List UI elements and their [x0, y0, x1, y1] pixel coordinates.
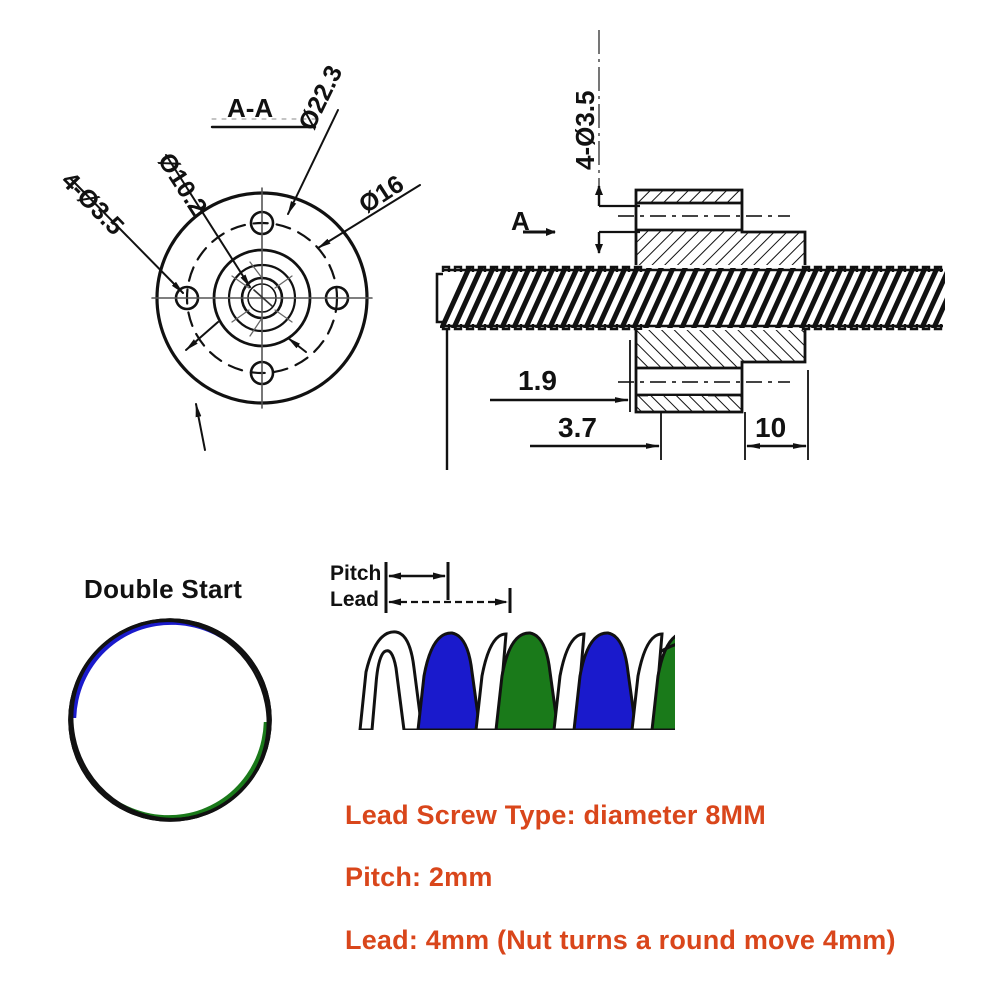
rod-left-end — [435, 272, 443, 324]
double-start-green-lune — [70, 722, 270, 820]
thread-ridges — [358, 630, 738, 730]
double-start-outer-circle-stroke — [68, 618, 272, 822]
spec-pitch: Pitch: 2mm — [345, 862, 493, 892]
thread-crest-white-1 — [358, 630, 424, 730]
dim-label-3-7: 3.7 — [558, 412, 597, 443]
thread-crest-white-2 — [708, 634, 738, 730]
dim-label-10: 10 — [755, 412, 786, 443]
leader-bolt-hole-2 — [195, 403, 206, 451]
section-arrow-label-a: A — [511, 206, 530, 236]
spec-lead: Lead: 4mm (Nut turns a round move 4mm) — [345, 925, 896, 955]
thread-crest-green-2 — [650, 634, 675, 730]
nut-body — [618, 188, 807, 414]
thread-crest-green-1 — [494, 631, 560, 730]
pitch-lead-dimensions — [384, 562, 512, 613]
double-start-title: Double Start — [84, 574, 243, 604]
lead-screw-rod — [435, 265, 945, 331]
leader-bolt-hole — [69, 177, 184, 294]
leader-bolt-hole-3 — [185, 321, 219, 351]
section-hole-callout: 4-Ø3.5 — [570, 91, 600, 171]
dim-1-9 — [490, 340, 631, 412]
pitch-label: Pitch — [330, 562, 382, 585]
leader-bore — [165, 154, 251, 288]
section-title-a-a: A-A — [227, 93, 273, 123]
flange-center-thread-mark — [253, 289, 273, 307]
leader-hub — [317, 184, 421, 249]
lead-label: Lead — [330, 588, 380, 611]
thread-crest-blue-2 — [572, 631, 638, 730]
thread-crest-blue-1 — [416, 631, 482, 730]
thread-tail-stroke — [659, 643, 675, 654]
dim-label-1-9: 1.9 — [518, 365, 557, 396]
flange-leaders — [69, 109, 421, 451]
leader-interior-1 — [287, 337, 307, 353]
spec-lead-screw-type: Lead Screw Type: diameter 8MM — [345, 800, 766, 830]
hole-callout-dimension — [595, 30, 640, 254]
leader-bolt-circle — [287, 109, 339, 215]
double-start-blue-lune — [70, 620, 270, 718]
dim-3-7-and-10 — [530, 370, 809, 460]
